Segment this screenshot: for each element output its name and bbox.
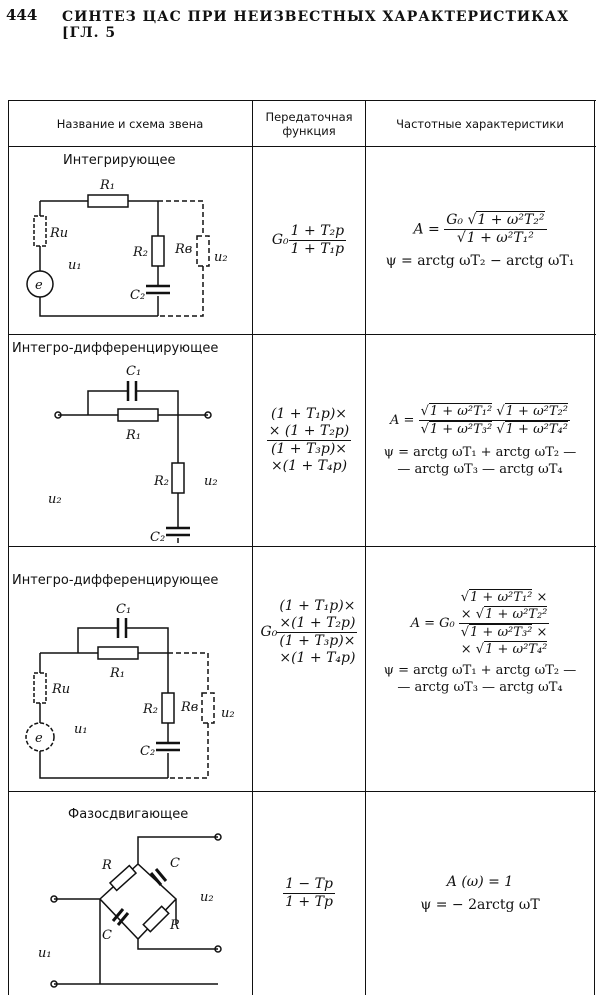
e-label: e: [35, 278, 43, 293]
integro-differentiating-circuit-diagram: C₁ R₁ R₂ C₂ u₂ u₂: [48, 364, 218, 543]
r2-label: R₂: [132, 245, 148, 260]
u-left-label: u₂: [48, 492, 62, 507]
times-sign: ×: [536, 624, 548, 640]
gain: G₀: [446, 211, 464, 228]
c2-label: C₂: [130, 288, 145, 303]
times-sign: ×: [536, 589, 548, 605]
r-top-label: R: [101, 858, 112, 873]
u1-label: u₁: [74, 722, 88, 737]
phase-formula-line: ψ = arctg ωT₁ + arctg ωT₂ —: [383, 662, 577, 678]
c1-label: C₁: [116, 602, 131, 617]
r2-label: R₂: [142, 702, 158, 717]
gain: G₀: [260, 623, 278, 640]
denominator: 1 + Tp: [285, 894, 333, 910]
sqrt-term: 1 + ω²T₂²: [484, 605, 548, 622]
denominator-line: ×(1 + T₄p): [270, 458, 348, 474]
r2-label: R₂: [153, 474, 169, 489]
characteristics-table: Название и схема звена Передаточная функ…: [8, 100, 596, 995]
numerator: 1 − Tp: [283, 876, 335, 894]
times-sign: ×: [460, 606, 472, 622]
amplitude-lhs: A =: [413, 221, 440, 237]
sqrt-term: 1 + ω²T₂²: [476, 210, 545, 228]
c-top-label: C: [170, 856, 180, 871]
u2-label: u₂: [200, 890, 214, 905]
page-header: 444 СИНТЕЗ ЦАС ПРИ НЕИЗВЕСТНЫХ ХАРАКТЕРИ…: [6, 6, 594, 41]
denominator-line: ×(1 + T₄p): [279, 649, 356, 666]
phase-shifting-circuit-diagram: R C C R u₁ u₂: [38, 833, 222, 988]
sqrt-term: 1 + ω²T₄²: [504, 421, 568, 437]
running-title: СИНТЕЗ ЦАС ПРИ НЕИЗВЕСТНЫХ ХАРАКТЕРИСТИК…: [62, 9, 570, 41]
gain: G₀: [271, 232, 289, 248]
link-name: Интегро-дифференцирующее: [12, 341, 219, 356]
u1-label: u₁: [38, 946, 52, 961]
sqrt-term: 1 + ω²T₃²: [469, 623, 533, 640]
link-name: Интегро-дифференцирующее: [12, 573, 219, 588]
sqrt-term: 1 + ω²T₁²: [428, 403, 493, 419]
sqrt-term: 1 + ω²T₄²: [484, 640, 548, 657]
sqrt-term: 1 + ω²T₁²: [465, 228, 534, 246]
row-divider: [8, 334, 596, 335]
column-divider: [252, 101, 253, 995]
denominator: 1 + T₁p: [290, 241, 345, 257]
row-divider: [8, 546, 596, 547]
column-divider: [365, 101, 366, 995]
denominator-line: (1 + T₃p)×: [270, 441, 348, 457]
table-border: [8, 101, 9, 995]
numerator-line: ×(1 + T₂p): [279, 614, 356, 631]
c2-label: C₂: [150, 530, 165, 543]
phase-formula-line: ψ = arctg ωT₁ + arctg ωT₂ —: [383, 445, 577, 460]
phase-formula: ψ = − 2arctg ωT: [420, 896, 540, 913]
r-bot-label: R: [169, 918, 180, 933]
c1-label: C₁: [126, 364, 141, 379]
phase-formula-line: — arctg ωT₃ — arctg ωT₄: [397, 462, 563, 477]
r1-label: R₁: [125, 428, 141, 443]
u2-label: u₂: [221, 706, 235, 721]
phase-formula: ψ = arctg ωT₂ − arctg ωT₁: [385, 252, 575, 269]
numerator-line: × (1 + T₂p): [268, 423, 350, 439]
ri-label: Rи: [49, 226, 68, 241]
amplitude-formula: A (ω) = 1: [446, 873, 514, 890]
integrating-circuit-diagram: R₁ Rи u₁ e R₂ Rв u₂ C₂: [26, 178, 228, 317]
sqrt-term: 1 + ω²T₂²: [504, 403, 568, 419]
table-border: [594, 101, 595, 995]
rv-label: Rв: [180, 700, 198, 715]
sqrt-term: 1 + ω²T₃²: [428, 421, 493, 437]
integro-differentiating-source-circuit-diagram: C₁ R₁ Rи u₁ e R₂ Rв u₂ C₂: [25, 602, 235, 779]
c-bot-label: C: [102, 928, 112, 943]
frequency-characteristics: A = G₀ √1 + ω²T₁² ×× √1 + ω²T₂²√1 + ω²T₃…: [383, 588, 577, 695]
transfer-function: (1 + T₁p)×× (1 + T₂p) (1 + T₃p)××(1 + T₄p…: [253, 335, 365, 546]
denominator-line: (1 + T₃p)×: [279, 632, 356, 649]
u-right-label: u₂: [204, 474, 218, 489]
frequency-characteristics: A = G₀ √1 + ω²T₂²√1 + ω²T₁² ψ = arctg ωT…: [385, 210, 575, 269]
page-number: 444: [6, 6, 38, 24]
amplitude-lhs: A = G₀: [410, 615, 455, 631]
link-name: Фазосдвигающее: [68, 807, 189, 822]
u2-label: u₂: [214, 250, 228, 265]
transfer-function: G₀ (1 + T₁p)××(1 + T₂p)(1 + T₃p)××(1 + T…: [253, 547, 365, 717]
column-header-transfer: Передаточная функция: [265, 109, 353, 138]
frequency-characteristics: A = √1 + ω²T₁² √1 + ω²T₂²√1 + ω²T₃² √1 +…: [383, 403, 577, 477]
numerator-line: (1 + T₁p)×: [279, 597, 356, 614]
row-divider: [8, 791, 596, 792]
column-header-frequency: Частотные характеристики: [396, 116, 564, 131]
e-label: e: [35, 731, 43, 746]
ri-label: Rи: [51, 682, 70, 697]
column-header-name: Название и схема звена: [56, 116, 204, 131]
rv-label: Rв: [174, 242, 192, 257]
r1-label: R₁: [99, 178, 115, 193]
link-name: Интегрирующее: [63, 153, 176, 168]
c2-label: C₂: [140, 744, 155, 759]
r1-label: R₁: [109, 666, 125, 681]
row-divider: [8, 146, 596, 147]
amplitude-lhs: A =: [390, 413, 415, 428]
phase-formula-line: — arctg ωT₃ — arctg ωT₄: [397, 679, 563, 695]
numerator: 1 + T₂p: [288, 223, 347, 241]
frequency-characteristics: A (ω) = 1 ψ = − 2arctg ωT: [366, 792, 594, 995]
numerator-line: (1 + T₁p)×: [270, 406, 348, 422]
sqrt-term: 1 + ω²T₁²: [469, 588, 533, 605]
times-sign: ×: [460, 641, 472, 657]
u1-label: u₁: [68, 258, 82, 273]
